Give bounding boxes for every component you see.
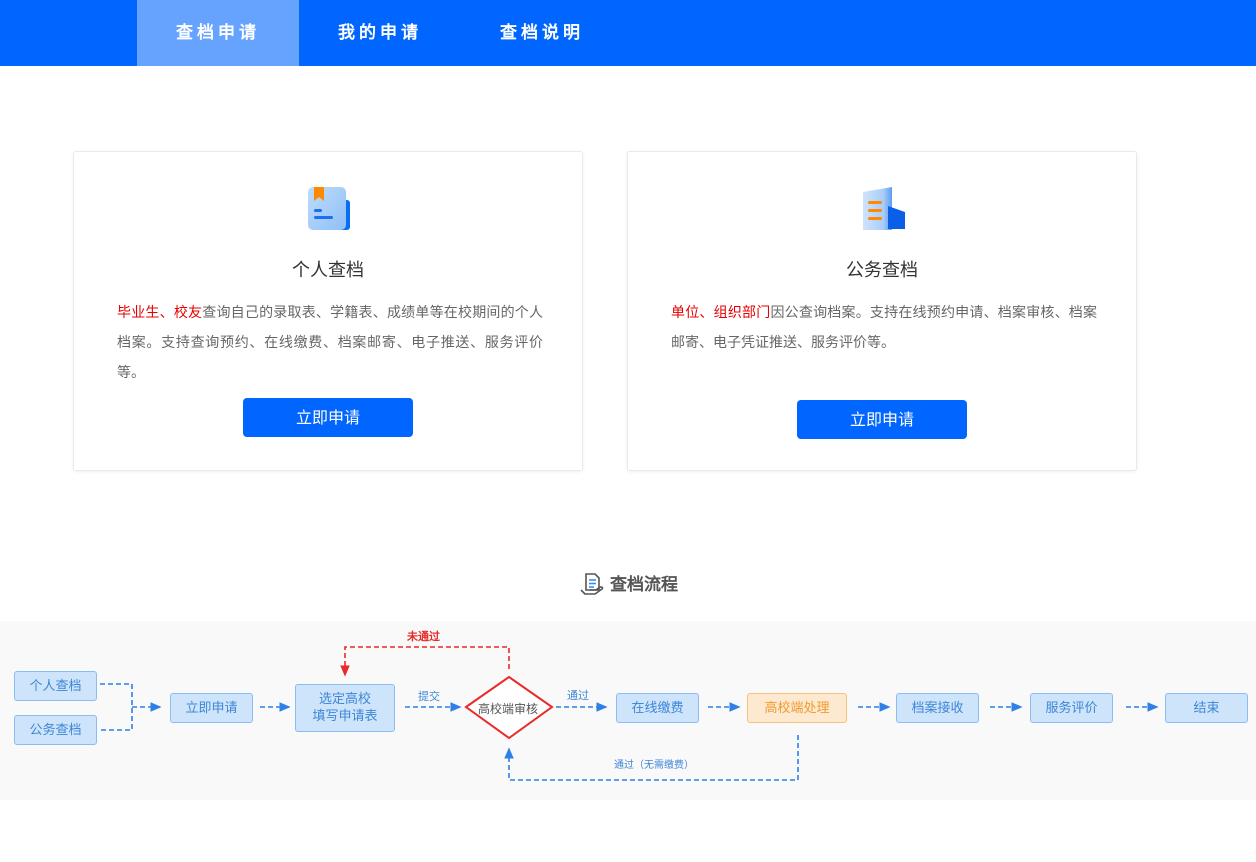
process-flow-diagram: 个人查档 公务查档 立即申请 选定高校 填写申请表 高校端审核 在线缴费 高校端…	[0, 621, 1256, 800]
apply-now-button[interactable]: 立即申请	[243, 398, 413, 437]
tab-archive-apply[interactable]: 查档申请	[137, 0, 299, 66]
top-navigation: 查档申请 我的申请 查档说明	[0, 0, 1256, 66]
highlight-graduates: 毕业生	[117, 305, 160, 321]
card-description: 毕业生、校友查询自己的录取表、学籍表、成绩单等在校期间的个人档案。支持查询预约、…	[117, 298, 543, 388]
highlight-separator: 、	[159, 305, 174, 321]
flow-node-process: 高校端处理	[747, 693, 847, 723]
label-pass-no-fee: 通过（无需缴费）	[614, 760, 694, 771]
flow-node-review: 高校端审核	[478, 702, 539, 716]
tab-archive-instructions[interactable]: 查档说明	[500, 23, 584, 43]
flow-node-rate: 服务评价	[1030, 693, 1113, 723]
highlight-organizations: 组织部门	[713, 305, 771, 321]
flow-node-personal: 个人查档	[14, 671, 97, 701]
document-hand-icon	[578, 571, 606, 599]
personal-archive-card: 个人查档 毕业生、校友查询自己的录取表、学籍表、成绩单等在校期间的个人档案。支持…	[73, 151, 583, 471]
flow-node-end: 结束	[1165, 693, 1248, 723]
label-reject: 未通过	[407, 630, 440, 643]
fill-form-line1: 选定高校	[318, 692, 371, 707]
official-archive-card: 公务查档 单位、组织部门因公查询档案。支持在线预约申请、档案审核、档案邮寄、电子…	[627, 151, 1137, 471]
flow-node-fill-form: 选定高校 填写申请表	[295, 684, 395, 732]
flow-node-pay: 在线缴费	[616, 693, 699, 723]
highlight-alumni: 校友	[173, 305, 203, 321]
card-title: 公务查档	[846, 260, 918, 281]
description-text: 查询自己的录取表、学籍表、成绩单等在校期间的个人档案。支持查询预约、在线缴费、档…	[117, 305, 544, 381]
highlight-units: 单位	[671, 305, 700, 321]
highlight-separator: 、	[699, 305, 714, 321]
flow-connectors	[100, 646, 1159, 781]
tab-my-applications[interactable]: 我的申请	[338, 23, 422, 43]
personal-archive-icon	[304, 184, 354, 234]
flow-node-apply: 立即申请	[170, 693, 253, 723]
process-section-title: 查档流程	[0, 570, 1256, 599]
apply-now-button[interactable]: 立即申请	[797, 400, 967, 439]
official-archive-icon	[858, 184, 908, 234]
label-submit: 提交	[418, 690, 440, 703]
process-title-text: 查档流程	[610, 575, 678, 595]
flow-node-official: 公务查档	[14, 715, 97, 745]
label-pass: 通过	[567, 689, 589, 702]
fill-form-line2: 填写申请表	[312, 709, 378, 724]
description-text: 因公查询档案。支持在线预约申请、档案审核、档案邮寄、电子凭证推送、服务评价等。	[671, 305, 1098, 351]
card-description: 单位、组织部门因公查询档案。支持在线预约申请、档案审核、档案邮寄、电子凭证推送、…	[671, 298, 1097, 358]
card-title: 个人查档	[292, 260, 364, 281]
flow-node-receive: 档案接收	[896, 693, 979, 723]
